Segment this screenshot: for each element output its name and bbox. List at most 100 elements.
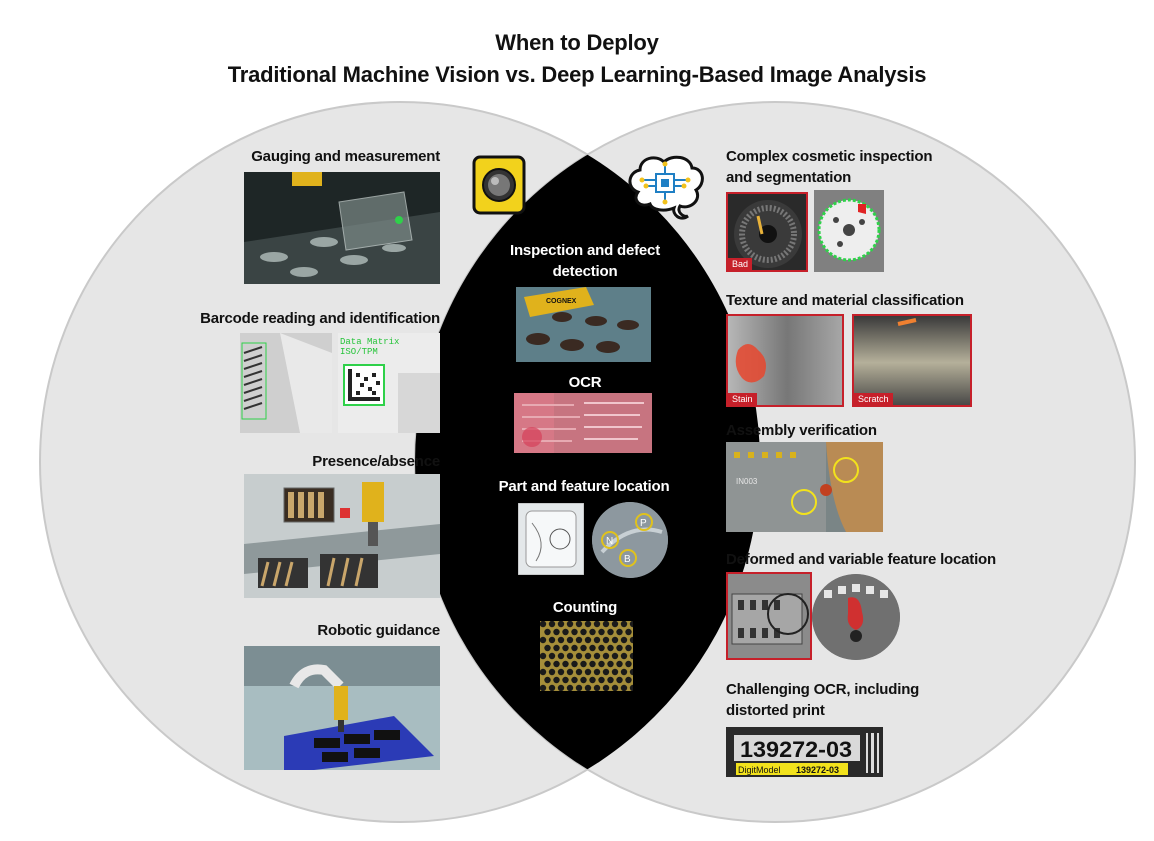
counting-hole: [593, 684, 601, 691]
counting-hole: [629, 652, 633, 660]
counting-hole: [584, 636, 592, 644]
counting-hole: [611, 621, 619, 628]
label-challenging-ocr: Challenging OCR, including distorted pri…: [726, 681, 920, 719]
counting-hole: [566, 668, 574, 676]
counting-hole: [571, 660, 578, 668]
counting-hole: [548, 684, 556, 691]
counting-hole: [566, 652, 574, 660]
ocr-label-code: 139272-03: [796, 765, 839, 775]
counting-hole: [540, 668, 547, 676]
counting-hole: [562, 676, 569, 684]
counting-hole: [593, 668, 601, 676]
camera-brand-text: COGNEX: [546, 298, 577, 305]
counting-hole: [593, 636, 601, 644]
counting-hole: [557, 636, 565, 644]
diagram-title-line1: When to Deploy: [495, 30, 659, 55]
deformed-image: [726, 572, 812, 660]
counting-hole: [607, 660, 614, 668]
label-gauging-measurement: Gauging and measurement: [251, 148, 440, 165]
barcode-overlay-text: Data Matrix ISO/TPM: [340, 337, 400, 357]
counting-hole: [620, 621, 628, 628]
label-counting: Counting: [552, 599, 618, 616]
brain-chip-icon: [624, 152, 708, 224]
counting-hole: [540, 684, 547, 691]
assembly-image: IN003: [726, 442, 883, 532]
counting-hole: [598, 676, 605, 684]
counting-hole: [575, 668, 583, 676]
assembly-text: IN003: [736, 477, 758, 486]
counting-hole: [602, 684, 610, 691]
counting-hole: [620, 684, 628, 691]
presence-image: [244, 474, 440, 598]
cosmetic-image-bad: Bad: [726, 192, 808, 272]
counting-hole: [562, 644, 569, 652]
counting-hole: [584, 668, 592, 676]
label-complex-cosmetic: Complex cosmetic inspection and segmenta…: [726, 148, 933, 186]
ocr-label-model: DigitModel: [738, 765, 781, 775]
counting-hole: [557, 652, 565, 660]
counting-hole: [629, 668, 633, 676]
counting-hole: [557, 684, 565, 691]
counting-hole: [562, 660, 569, 668]
counting-hole: [625, 628, 632, 636]
counting-hole: [575, 621, 583, 628]
counting-hole: [629, 621, 633, 628]
label-assembly-verification: Assembly verification: [726, 422, 877, 439]
counting-hole: [544, 628, 551, 636]
counting-hole: [580, 676, 587, 684]
label-texture-material: Texture and material classification: [726, 292, 964, 309]
counting-hole: [553, 660, 560, 668]
counting-hole: [548, 652, 556, 660]
feature-marker-b: B: [624, 554, 631, 565]
counting-hole: [580, 628, 587, 636]
counting-hole: [575, 636, 583, 644]
barcode-image-2: Data Matrix ISO/TPM: [338, 333, 440, 433]
inspection-image: COGNEX: [516, 287, 651, 362]
counting-hole: [548, 668, 556, 676]
counting-hole: [566, 621, 574, 628]
counting-hole: [589, 644, 596, 652]
counting-hole: [602, 636, 610, 644]
counting-hole: [593, 652, 601, 660]
label-inspection-defect: Inspection and defect detection: [510, 242, 660, 280]
counting-hole: [540, 652, 547, 660]
counting-hole: [557, 668, 565, 676]
label-part-feature-location: Part and feature location: [498, 478, 670, 495]
ocr-image: [514, 393, 652, 453]
robotic-image: [244, 646, 440, 770]
texture-image-stain: Stain: [726, 314, 844, 407]
texture-image-scratch: Scratch: [852, 314, 972, 407]
counting-hole: [562, 628, 569, 636]
camera-icon: [472, 155, 526, 215]
counting-hole: [620, 652, 628, 660]
counting-hole: [625, 644, 632, 652]
counting-hole: [571, 628, 578, 636]
counting-hole: [584, 684, 592, 691]
counting-hole: [544, 644, 551, 652]
counting-hole: [544, 676, 551, 684]
tag-stain: Stain: [728, 393, 757, 405]
deformed-zoom: [812, 574, 900, 660]
counting-hole: [602, 652, 610, 660]
counting-hole: [575, 652, 583, 660]
label-robotic-guidance: Robotic guidance: [317, 622, 440, 639]
counting-hole: [625, 660, 632, 668]
counting-hole: [620, 668, 628, 676]
counting-hole: [629, 636, 633, 644]
counting-hole: [584, 621, 592, 628]
counting-hole: [602, 668, 610, 676]
label-presence-absence: Presence/absence: [312, 453, 440, 470]
counting-hole: [620, 636, 628, 644]
counting-hole: [553, 676, 560, 684]
counting-hole: [571, 676, 578, 684]
counting-hole: [544, 660, 551, 668]
barcode-image-1: [240, 333, 332, 433]
counting-hole: [553, 644, 560, 652]
counting-hole: [607, 628, 614, 636]
counting-hole: [540, 621, 547, 628]
challenging-ocr-image: 139272-03 DigitModel 139272-03: [726, 727, 883, 777]
diagram-title-line2: Traditional Machine Vision vs. Deep Lear…: [227, 62, 927, 87]
counting-hole: [548, 621, 556, 628]
counting-hole: [566, 684, 574, 691]
counting-hole: [598, 660, 605, 668]
